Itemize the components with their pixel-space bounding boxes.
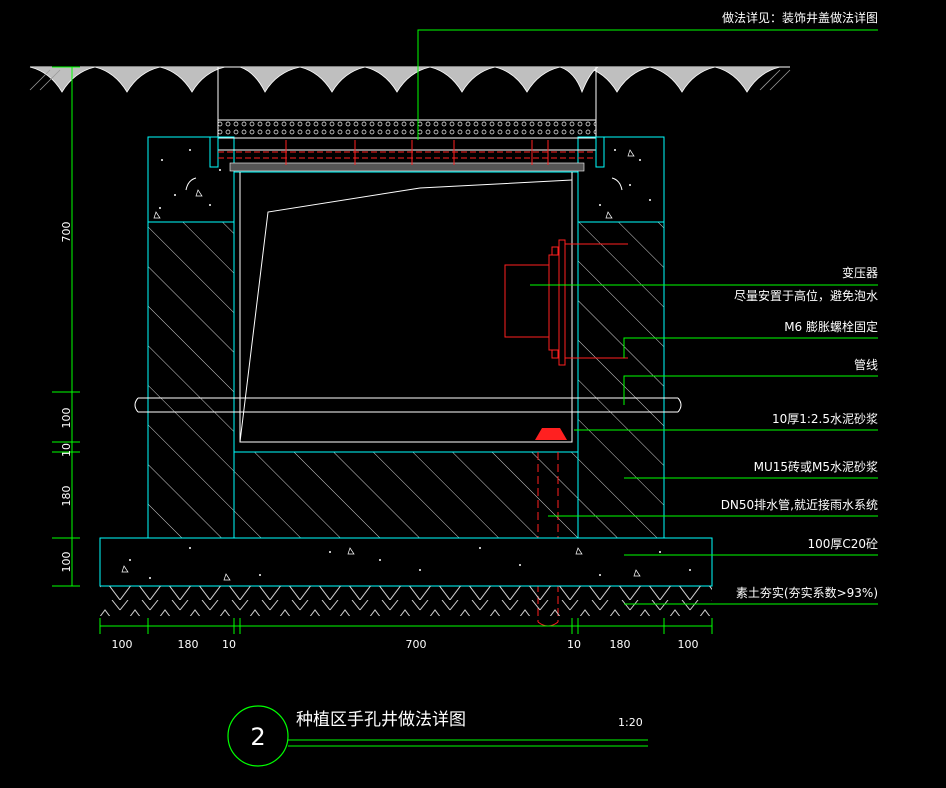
compacted-soil	[100, 586, 712, 616]
dim-v-10: 10	[60, 443, 73, 457]
left-wall	[147, 221, 235, 539]
horizontal-dimensions: 100 180 10 700 10 180 100	[112, 638, 699, 651]
dim-h-700: 700	[406, 638, 427, 651]
label-pipe: 管线	[854, 357, 878, 372]
dim-h-100b: 100	[678, 638, 699, 651]
conduit-pipe	[134, 397, 682, 413]
dim-h-100a: 100	[112, 638, 133, 651]
dim-v-100b: 100	[60, 552, 73, 573]
annotations: 做法详见：装饰井盖做法详图 变压器 尽量安置于高位，避免泡水 M6 膨胀螺栓固定…	[721, 10, 878, 600]
floor-slab	[233, 451, 579, 539]
inner-chamber	[233, 171, 579, 453]
ground-scallops	[29, 66, 781, 93]
title-block: 2 种植区手孔井做法详图 1:20	[227, 705, 648, 767]
well-cover	[209, 67, 605, 173]
open-lid	[239, 179, 573, 443]
label-drain: DN50排水管,就近接雨水系统	[721, 497, 878, 512]
label-soil: 素土夯实(夯实系数>93%)	[736, 585, 878, 600]
dim-h-180b: 180	[610, 638, 631, 651]
ground-surface	[29, 66, 791, 94]
concrete-collar	[147, 136, 665, 223]
concrete-base	[99, 537, 713, 587]
detail-number: 2	[250, 723, 265, 751]
label-transformer-note: 尽量安置于高位，避免泡水	[734, 288, 878, 303]
drain-pipe	[535, 428, 567, 627]
vertical-dimensions: 700 100 10 180 100	[60, 222, 73, 573]
transformer	[504, 239, 628, 366]
brick-walls	[147, 221, 665, 539]
label-brick: MU15砖或M5水泥砂浆	[754, 459, 878, 474]
label-transformer: 变压器	[842, 265, 878, 280]
dim-h-180a: 180	[178, 638, 199, 651]
label-bolt: M6 膨胀螺栓固定	[784, 319, 878, 334]
detail-number-circle	[227, 705, 289, 767]
dim-h-10a: 10	[222, 638, 236, 651]
drawing-scale: 1:20	[618, 716, 643, 729]
drawing-title: 种植区手孔井做法详图	[296, 710, 466, 730]
label-cover: 做法详见：装饰井盖做法详图	[722, 10, 878, 25]
dim-v-180: 180	[60, 486, 73, 507]
label-mortar: 10厚1:2.5水泥砂浆	[772, 411, 878, 426]
right-wall	[577, 221, 665, 539]
label-concrete: 100厚C20砼	[807, 537, 878, 551]
leader-lines	[52, 29, 878, 634]
dim-v-100a: 100	[60, 408, 73, 429]
dim-h-10b: 10	[567, 638, 581, 651]
dim-v-700: 700	[60, 222, 73, 243]
